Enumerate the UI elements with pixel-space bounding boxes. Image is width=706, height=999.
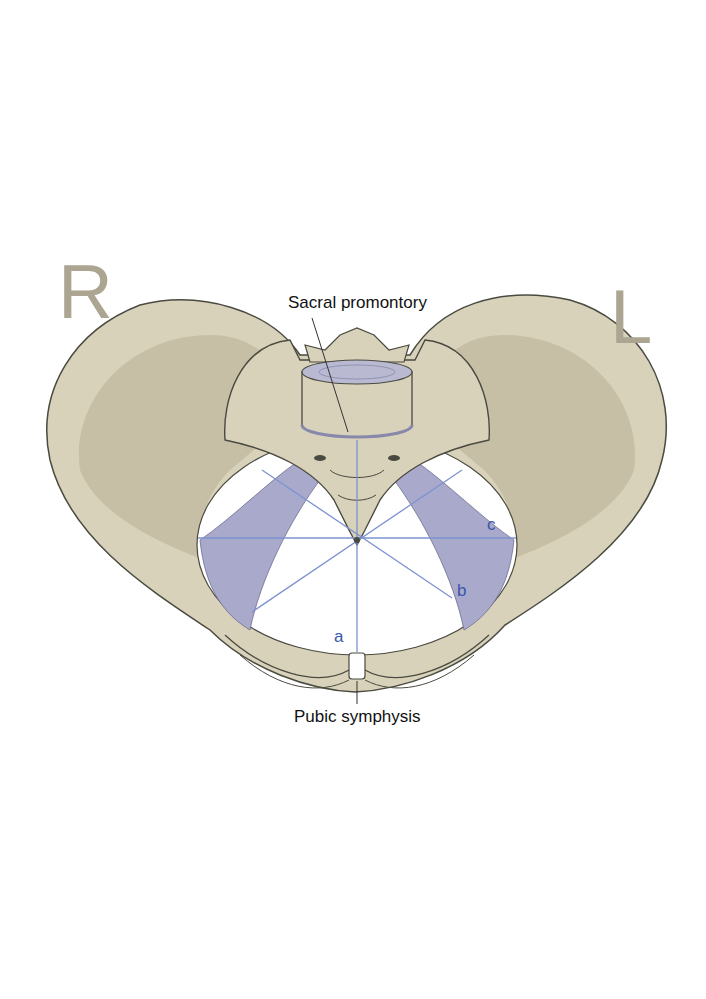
diameter-letter: a: [334, 628, 343, 647]
diameter-letter: b: [457, 582, 466, 601]
side-letter: R: [58, 250, 113, 334]
diameter-letter: c: [487, 516, 496, 535]
side-letter: L: [610, 275, 652, 359]
part-name: Sacral promontory: [288, 294, 427, 313]
part-name: Pubic symphysis: [294, 708, 421, 727]
